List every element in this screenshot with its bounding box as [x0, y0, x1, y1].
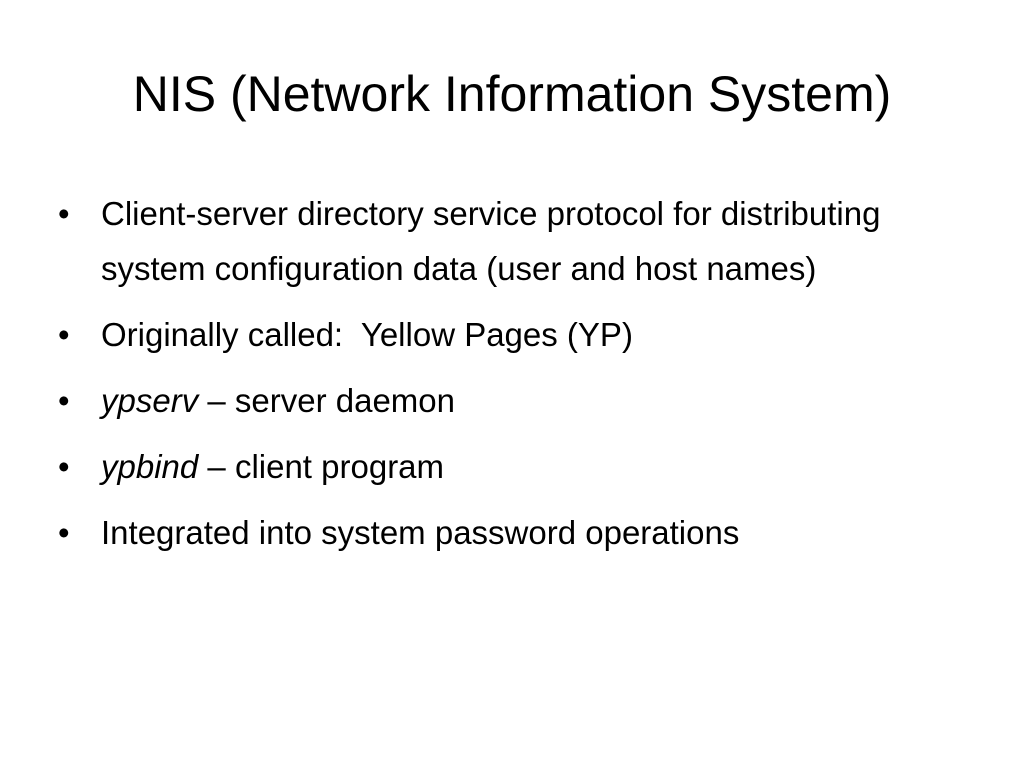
- bullet-icon: •: [58, 382, 70, 419]
- bullet-text: – client program: [198, 448, 445, 485]
- list-item: • ypserv – server daemon: [58, 373, 958, 428]
- bullet-text: Originally called: Yellow Pages (YP): [101, 316, 633, 353]
- bullet-text: Integrated into system password operatio…: [101, 514, 740, 551]
- bullet-icon: •: [58, 316, 70, 353]
- list-item: • Integrated into system password operat…: [58, 505, 958, 560]
- bullet-list: • Client-server directory service protoc…: [58, 186, 958, 571]
- bullet-term: ypbind: [101, 448, 199, 485]
- bullet-text: – server daemon: [198, 382, 456, 419]
- list-item: • ypbind – client program: [58, 439, 958, 494]
- bullet-icon: •: [58, 195, 70, 232]
- list-item: • Originally called: Yellow Pages (YP): [58, 307, 958, 362]
- bullet-text: Client-server directory service protocol…: [101, 195, 881, 287]
- list-item: • Client-server directory service protoc…: [58, 186, 921, 296]
- bullet-icon: •: [58, 514, 70, 551]
- bullet-icon: •: [58, 448, 70, 485]
- slide-title: NIS (Network Information System): [132, 66, 892, 122]
- bullet-term: ypserv: [101, 382, 199, 419]
